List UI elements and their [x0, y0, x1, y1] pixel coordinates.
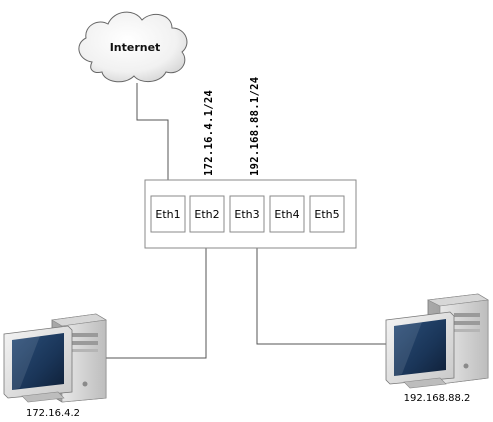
- port-eth3: Eth3: [229, 195, 265, 233]
- link-eth2-left-host: [100, 233, 207, 359]
- internet-cloud: Internet: [78, 11, 188, 83]
- port-eth4-label: Eth4: [274, 208, 299, 221]
- computer-icon: [385, 293, 489, 389]
- eth3-ip-label: 192.168.88.1/24: [249, 77, 261, 176]
- eth2-ip-label: 172.16.4.1/24: [203, 90, 215, 176]
- link-eth3-right-host: [256, 233, 390, 345]
- port-eth1: Eth1: [150, 195, 186, 233]
- left-computer: 172.16.4.2: [3, 313, 107, 419]
- connection-lines: [100, 83, 390, 359]
- right-host-ip: 192.168.88.2: [404, 393, 471, 404]
- router: Eth1 Eth2 Eth3 Eth4 Eth5: [144, 179, 357, 249]
- port-eth4: Eth4: [269, 195, 305, 233]
- cloud-icon: [78, 11, 188, 83]
- port-eth1-label: Eth1: [155, 208, 180, 221]
- port-eth5-label: Eth5: [314, 208, 339, 221]
- link-internet-eth1: [136, 83, 169, 206]
- cloud-label: Internet: [110, 41, 161, 54]
- port-eth5: Eth5: [309, 195, 345, 233]
- port-eth2-label: Eth2: [194, 208, 219, 221]
- left-host-ip: 172.16.4.2: [26, 408, 80, 419]
- port-eth3-label: Eth3: [234, 208, 259, 221]
- port-eth2: Eth2: [189, 195, 225, 233]
- computer-icon: [3, 313, 107, 403]
- right-computer: 192.168.88.2: [385, 293, 489, 404]
